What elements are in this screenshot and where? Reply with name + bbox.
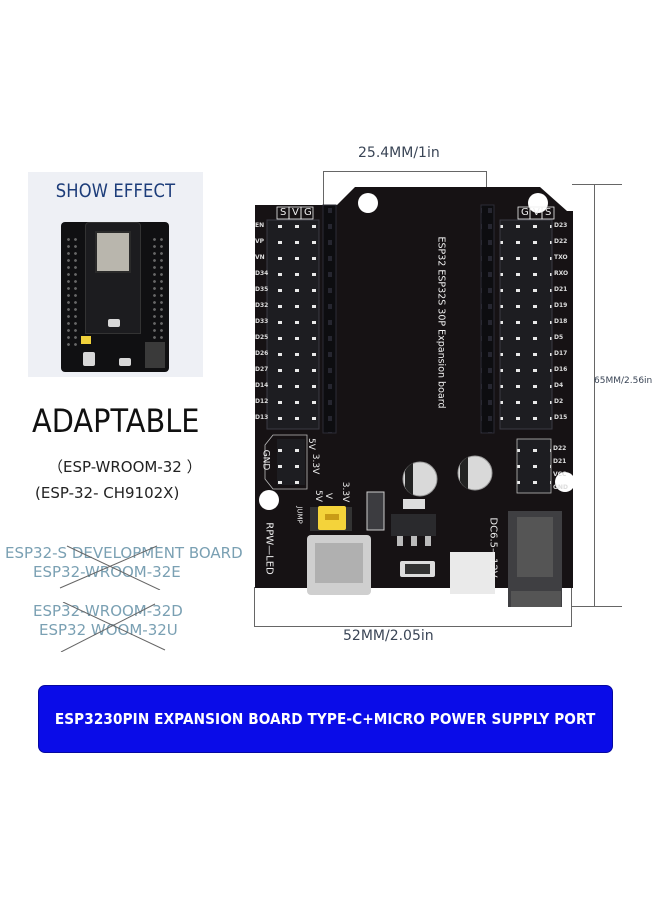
gnd-label: GND — [260, 449, 271, 471]
i2c-pin-label: VCC — [553, 471, 567, 478]
power-3v3-label: 3.3V — [310, 453, 321, 475]
pin-label: D23 — [554, 222, 568, 229]
pin-label: D15 — [554, 414, 568, 421]
power-led-label: RPW—LED — [263, 522, 275, 575]
pin-label: D16 — [554, 366, 568, 373]
pin-label: TXO — [554, 254, 568, 261]
unsupported-model: ESP32-WROOM-32E — [33, 563, 181, 581]
i2c-pin-label: GND — [553, 484, 568, 491]
show-effect-title: SHOW EFFECT — [55, 180, 176, 202]
pin-label: D27 — [255, 366, 269, 373]
mini-left-pin-header — [65, 236, 79, 346]
width-dimension: 52MM/2.05in — [343, 628, 434, 644]
product-banner: ESP3230PIN EXPANSION BOARD TYPE-C+MICRO … — [38, 685, 613, 753]
dc-input-label: DC6.5—12V — [487, 517, 499, 578]
pin-label: D32 — [255, 302, 269, 309]
pin-label: D17 — [554, 350, 568, 357]
right-header-label-g: G — [521, 207, 529, 218]
left-header-label-s: S — [280, 207, 287, 218]
jump-label: JUMP — [295, 506, 304, 524]
dimension-line — [323, 171, 324, 211]
right-header-label-s: S — [545, 207, 552, 218]
mini-right-pin-header — [151, 236, 165, 346]
unsupported-model: ESP32-S DEVELOPMENT BOARD — [5, 544, 243, 562]
expansion-board: S V G G V S EN VP VN D34 D35 D32 D33 D25… — [255, 187, 600, 608]
pin-label: D21 — [554, 286, 568, 293]
mini-module-usb — [108, 319, 120, 327]
height-dimension: 65MM/2.56in — [594, 376, 653, 386]
dimension-line — [594, 184, 595, 606]
pin-label: D13 — [255, 414, 269, 421]
unsupported-model: ESP32 WOOM-32U — [39, 621, 178, 639]
supported-model-1: （ESP-WROOM-32 ） — [48, 458, 202, 476]
unsupported-group-1: ESP32-S DEVELOPMENT BOARD ESP32-WROOM-32… — [5, 544, 245, 590]
jump-3v3-label: 3.3V — [340, 481, 351, 503]
pin-spacing-dimension: 25.4MM/1in — [358, 145, 440, 161]
pin-label: RXO — [554, 270, 569, 277]
i2c-pin-label: D21 — [553, 458, 567, 465]
i2c-pin-label: D22 — [553, 445, 567, 452]
pin-label: VP — [255, 238, 265, 245]
show-effect-board-photo — [61, 222, 169, 372]
board-title: ESP32 ESP32S 30P Expansion board — [435, 236, 447, 409]
pin-label: D2 — [554, 398, 564, 405]
pin-label: D34 — [255, 270, 269, 277]
mini-dc-jack — [145, 342, 165, 368]
mini-wroom-shield — [95, 231, 131, 273]
supported-model-2: (ESP-32- CH9102X) — [35, 484, 180, 502]
pin-label: D26 — [255, 350, 269, 357]
dimension-line — [254, 587, 255, 627]
pin-label: D4 — [554, 382, 564, 389]
jump-5v-label: 5V — [312, 490, 323, 502]
dimension-line — [254, 626, 572, 627]
pin-label: D25 — [255, 334, 269, 341]
pin-label: D12 — [255, 398, 269, 405]
pin-label: D18 — [554, 318, 568, 325]
mini-jumper — [81, 336, 91, 344]
dimension-line — [571, 587, 572, 627]
adaptable-heading: ADAPTABLE — [32, 402, 200, 440]
show-effect-panel: SHOW EFFECT — [28, 172, 203, 377]
pin-label: D5 — [554, 334, 564, 341]
jump-v-label: V — [323, 492, 334, 500]
left-header-label-v: V — [292, 207, 299, 218]
pin-label: D22 — [554, 238, 568, 245]
dimension-line — [323, 171, 486, 172]
dimension-line — [572, 606, 622, 607]
dimension-line — [572, 184, 622, 185]
pin-label: VN — [255, 254, 265, 261]
pin-label: D14 — [255, 382, 269, 389]
pcb-graphic — [255, 187, 575, 607]
unsupported-model: ESP32-WROOM-32D — [33, 602, 183, 620]
mini-esp32-module — [85, 222, 141, 334]
pin-label: D35 — [255, 286, 269, 293]
right-header-label-v: V — [533, 207, 540, 218]
left-header-label-g: G — [304, 207, 312, 218]
pin-label: EN — [255, 222, 265, 229]
mini-typec-port — [83, 352, 95, 366]
pin-label: D19 — [554, 302, 568, 309]
banner-text: ESP3230PIN EXPANSION BOARD TYPE-C+MICRO … — [55, 710, 596, 728]
power-5v-label: 5V — [305, 438, 316, 450]
pin-label: D33 — [255, 318, 269, 325]
unsupported-group-2: ESP32-WROOM-32D ESP32 WOOM-32U — [33, 602, 233, 652]
mini-micro-port — [119, 358, 131, 366]
